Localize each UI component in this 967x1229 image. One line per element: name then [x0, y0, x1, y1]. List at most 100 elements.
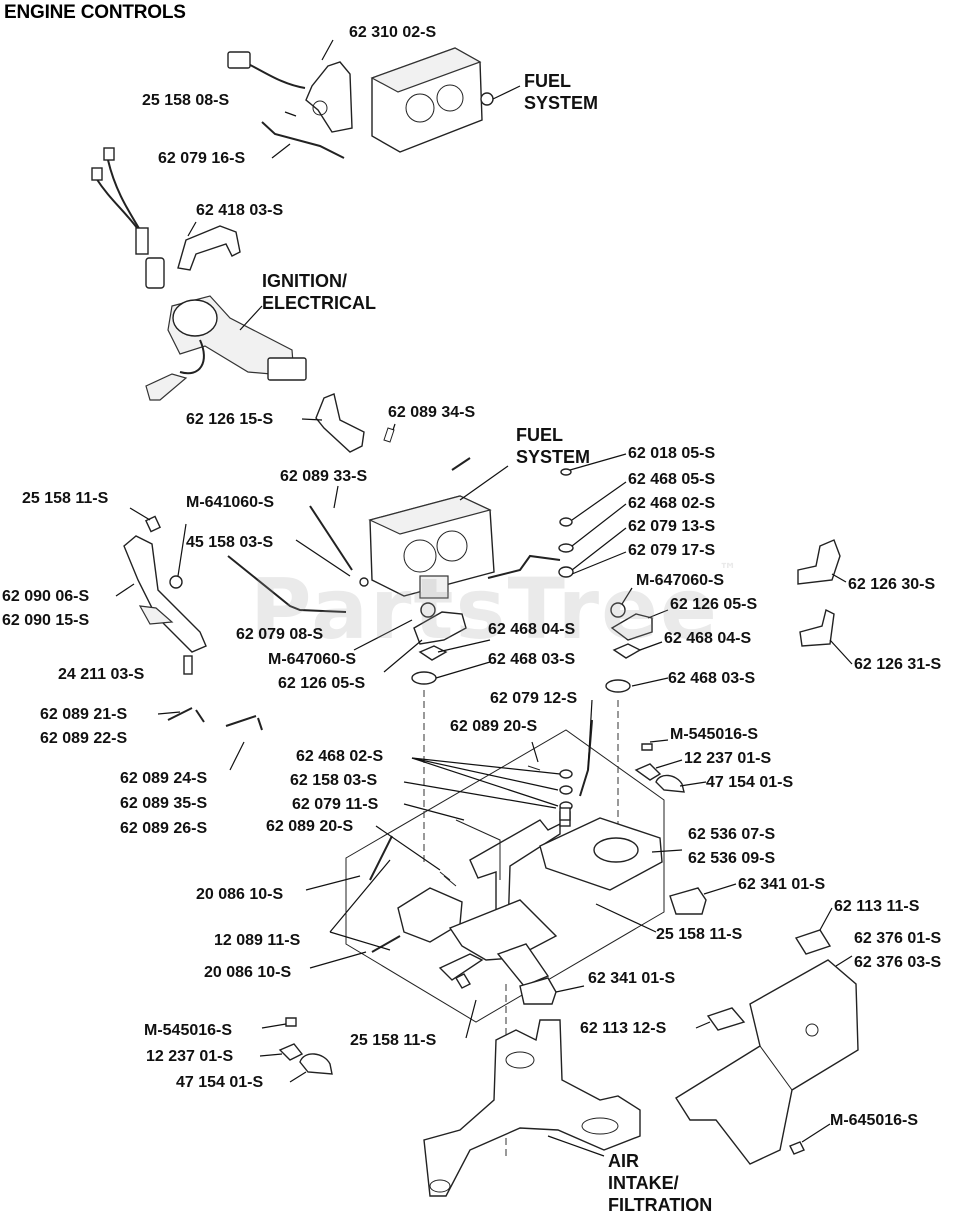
- part-callout[interactable]: 62 089 24-S: [120, 770, 208, 787]
- part-callout[interactable]: 62 468 03-S: [668, 670, 756, 687]
- part-callout[interactable]: 62 126 05-S: [670, 596, 758, 613]
- part-callout[interactable]: 62 089 35-S: [120, 795, 208, 812]
- ignition-module: [145, 295, 307, 401]
- bracket-62-126-05: [413, 611, 467, 645]
- spring-62-089-33: [309, 505, 353, 571]
- part-callout[interactable]: 25 158 11-S: [22, 490, 109, 507]
- part-callout[interactable]: 62 079 08-S: [236, 626, 324, 643]
- part-callout[interactable]: 62 536 07-S: [688, 826, 776, 843]
- part-callout[interactable]: 12 237 01-S: [146, 1048, 234, 1065]
- section-line: ELECTRICAL: [262, 293, 376, 313]
- bracket-62-126-15: [315, 393, 365, 453]
- part-callout[interactable]: 62 468 05-S: [628, 471, 716, 488]
- part-callout[interactable]: 62 376 03-S: [854, 954, 942, 971]
- part-callout[interactable]: M-545016-S: [670, 726, 759, 743]
- part-callout[interactable]: 62 079 11-S: [292, 796, 379, 813]
- clip-25-158-11-bottom: [455, 973, 471, 989]
- section-line: SYSTEM: [524, 93, 599, 113]
- part-callout[interactable]: 47 154 01-S: [706, 774, 794, 791]
- part-callout[interactable]: 62 089 34-S: [388, 404, 476, 421]
- part-callout[interactable]: 62 113 11-S: [834, 898, 920, 915]
- bracket-62-126-30: [797, 539, 841, 585]
- part-callout[interactable]: 62 468 04-S: [664, 630, 752, 647]
- ignition-harness: [91, 147, 241, 289]
- bracket-62-126-05-right: [610, 613, 653, 641]
- section-line: AIR: [608, 1151, 639, 1171]
- part-callout[interactable]: 62 113 12-S: [580, 1020, 667, 1037]
- section-fuel-system-top[interactable]: FUEL SYSTEM: [524, 70, 598, 114]
- nut-m647060: [420, 602, 436, 618]
- screw-m545016-left: [285, 1017, 297, 1027]
- part-callout[interactable]: 62 079 17-S: [628, 542, 716, 559]
- section-line: SYSTEM: [516, 447, 591, 467]
- watermark: PartsTree™: [250, 560, 739, 658]
- section-air-intake[interactable]: AIR INTAKE/ FILTRATION: [608, 1150, 712, 1216]
- part-callout[interactable]: 62 126 05-S: [278, 675, 366, 692]
- clamp-47-154: [655, 774, 685, 793]
- air-intake-manifold: [423, 1019, 641, 1197]
- part-callout[interactable]: 62 468 04-S: [488, 621, 576, 638]
- part-callout[interactable]: 47 154 01-S: [176, 1074, 264, 1091]
- part-callout[interactable]: M-647060-S: [636, 572, 725, 589]
- control-panel-assembly: [345, 690, 665, 1160]
- clamp-47-154-left: [299, 1053, 333, 1075]
- part-callout[interactable]: M-641060-S: [186, 494, 275, 511]
- springs-62-089: [157, 707, 263, 771]
- carburetor-top: [370, 47, 521, 153]
- part-callout[interactable]: 62 468 03-S: [488, 651, 576, 668]
- part-callout[interactable]: 62 089 21-S: [40, 706, 128, 723]
- rod-62-079-16: [261, 121, 345, 159]
- baffle-62-376: [675, 959, 859, 1165]
- bracket-62-126-31: [799, 608, 835, 647]
- part-callout[interactable]: 62 126 15-S: [186, 411, 274, 428]
- page-title: ENGINE CONTROLS: [4, 2, 186, 23]
- part-callout[interactable]: 62 341 01-S: [588, 970, 676, 987]
- section-line: INTAKE/: [608, 1173, 679, 1193]
- part-callout[interactable]: 62 468 02-S: [628, 495, 716, 512]
- part-callout[interactable]: M-545016-S: [144, 1022, 233, 1039]
- carburetor-mid: [368, 457, 509, 599]
- part-callout[interactable]: 62 089 22-S: [40, 730, 128, 747]
- part-callout[interactable]: 62 079 16-S: [158, 150, 246, 167]
- part-callout[interactable]: 62 126 31-S: [854, 656, 942, 673]
- part-callout[interactable]: 62 089 26-S: [120, 820, 208, 837]
- watermark-trademark: ™: [719, 560, 740, 581]
- part-callout[interactable]: 62 158 03-S: [290, 772, 378, 789]
- part-callout[interactable]: 62 079 13-S: [628, 518, 716, 535]
- decal-62-113-11: [794, 929, 832, 955]
- part-callout[interactable]: 62 536 09-S: [688, 850, 776, 867]
- part-callout[interactable]: 62 126 30-S: [848, 576, 936, 593]
- screw-m545016-right: [641, 743, 653, 751]
- section-fuel-system-mid[interactable]: FUEL SYSTEM: [516, 424, 590, 468]
- part-callout[interactable]: 62 089 20-S: [450, 718, 538, 735]
- part-callout[interactable]: 62 018 05-S: [628, 445, 716, 462]
- section-ignition-electrical[interactable]: IGNITION/ ELECTRICAL: [262, 270, 376, 314]
- clip-12-237: [634, 763, 662, 781]
- part-callout[interactable]: 62 090 06-S: [2, 588, 90, 605]
- part-callout[interactable]: M-647060-S: [268, 651, 357, 668]
- part-callout[interactable]: 62 310 02-S: [349, 24, 437, 41]
- washer-62-468-04: [418, 645, 448, 661]
- rod-62-079-08: [227, 555, 347, 613]
- part-callout[interactable]: 24 211 03-S: [58, 666, 145, 683]
- part-callout[interactable]: 25 158 08-S: [142, 92, 230, 109]
- part-callout[interactable]: 62 468 02-S: [296, 748, 384, 765]
- part-callout[interactable]: 12 089 11-S: [214, 932, 301, 949]
- part-callout[interactable]: 25 158 11-S: [656, 926, 743, 943]
- part-callout[interactable]: 62 089 20-S: [266, 818, 354, 835]
- part-callout[interactable]: 20 086 10-S: [196, 886, 284, 903]
- part-callout[interactable]: 12 237 01-S: [684, 750, 772, 767]
- decal-62-113-12: [706, 1007, 746, 1031]
- part-callout[interactable]: 62 418 03-S: [196, 202, 284, 219]
- part-callout[interactable]: 62 089 33-S: [280, 468, 368, 485]
- part-callout[interactable]: 20 086 10-S: [204, 964, 292, 981]
- part-callout[interactable]: 45 158 03-S: [186, 534, 274, 551]
- part-callout[interactable]: 62 341 01-S: [738, 876, 826, 893]
- part-callout[interactable]: 25 158 11-S: [350, 1032, 437, 1049]
- part-callout[interactable]: 62 376 01-S: [854, 930, 942, 947]
- part-callout[interactable]: 62 079 12-S: [490, 690, 578, 707]
- section-line: FUEL: [516, 425, 563, 445]
- spring-62-089-34: [383, 427, 395, 443]
- part-callout[interactable]: M-645016-S: [830, 1112, 919, 1129]
- part-callout[interactable]: 62 090 15-S: [2, 612, 90, 629]
